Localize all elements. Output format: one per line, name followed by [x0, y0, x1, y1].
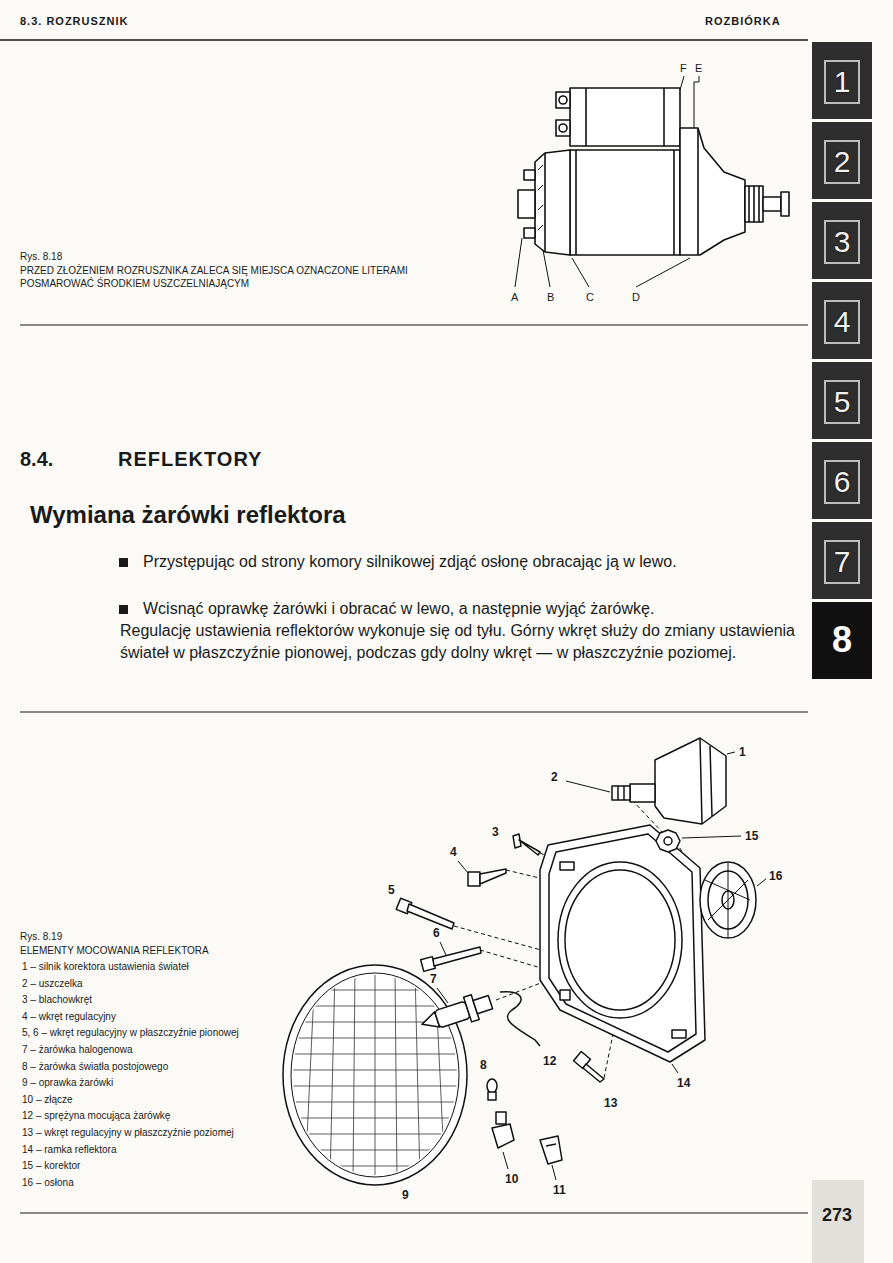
callout-number: 10 [505, 1172, 518, 1187]
callout-number: 9 [402, 1188, 409, 1203]
key-line: 7 – żarówka halogenowa [22, 1043, 133, 1056]
callout-number: 2 [551, 770, 558, 785]
chapter-tab: 5 [812, 362, 872, 439]
chapter-tab: 4 [812, 282, 872, 359]
chapter-tab: 6 [812, 442, 872, 519]
chapter-number: 1 [824, 60, 860, 104]
key-line: 9 – oprawka żarówki [22, 1076, 113, 1089]
chapter-number: 5 [824, 380, 860, 424]
instruction-text: Przystępując od strony komory silnikowej… [143, 551, 703, 573]
key-line: 16 – osłona [22, 1176, 74, 1189]
callout-number: 1 [739, 745, 746, 760]
figure-number: Rys. 8.19 [20, 930, 62, 943]
key-line: 15 – korektor [22, 1159, 80, 1172]
callout-number: 16 [769, 869, 782, 884]
key-line: 1 – silnik korektora ustawienia świateł [22, 960, 189, 973]
instruction-text: Wcisnąć oprawkę żarówki i obracać w lewo… [143, 598, 803, 620]
figure-caption: ELEMENTY MOCOWANIA REFLEKTORA [20, 944, 209, 957]
key-line: 14 – ramka reflektora [22, 1143, 117, 1156]
callout-number: 13 [604, 1096, 617, 1111]
running-header: 8.3. ROZRUSZNIK [20, 14, 129, 28]
key-line: 5, 6 – wkręt regulacyjny w płaszczyźnie … [22, 1026, 239, 1039]
callout-number: 15 [745, 829, 758, 844]
instruction-text: Regulację ustawienia reflektorów wykonuj… [120, 620, 795, 664]
callout-number: 12 [543, 1054, 556, 1069]
chapter-tab: 2 [812, 122, 872, 199]
chapter-number: 2 [824, 140, 860, 184]
bullet-square [119, 605, 128, 614]
figure-number: Rys. 8.18 [20, 250, 62, 263]
letter-label: F [680, 61, 687, 75]
chapter-number: 8 [812, 620, 872, 660]
chapter-number: 7 [824, 540, 860, 584]
key-line: 12 – sprężyna mocująca żarówkę [22, 1109, 170, 1122]
callout-number: 14 [677, 1076, 690, 1091]
key-line: 10 – złącze [22, 1093, 73, 1106]
key-line: 4 – wkręt regulacyjny [22, 1010, 116, 1023]
letter-label: D [632, 290, 640, 304]
chapter-tab: 3 [812, 202, 872, 279]
bullet-square [119, 558, 128, 567]
page-number: 273 [822, 1204, 852, 1227]
letter-label: A [511, 290, 518, 304]
callout-number: 5 [388, 883, 395, 898]
chapter-tab: 7 [812, 522, 872, 599]
key-line: 3 – blachowkręt [22, 993, 92, 1006]
callout-number: 3 [492, 825, 499, 840]
chapter-tab: 1 [812, 42, 872, 119]
callout-number: 4 [450, 845, 457, 860]
chapter-tab: 8 [812, 602, 872, 679]
letter-label: E [695, 61, 702, 75]
callout-number: 7 [430, 972, 437, 987]
key-line: 8 – żarówka światła postojowego [22, 1060, 168, 1073]
chapter-number: 3 [824, 220, 860, 264]
callout-number: 6 [433, 926, 440, 941]
section-number: 8.4. [20, 447, 53, 472]
running-header: ROZBIÓRKA [705, 14, 781, 28]
key-line: 2 – uszczelka [22, 977, 83, 990]
callout-number: 11 [553, 1183, 566, 1198]
letter-label: B [547, 290, 554, 304]
key-line: 13 – wkręt regulacyjny w płaszczyźnie po… [22, 1126, 234, 1139]
chapter-number: 4 [824, 300, 860, 344]
chapter-number: 6 [824, 460, 860, 504]
letter-label: C [586, 290, 594, 304]
section-subheading: Wymiana żarówki reflektora [30, 500, 346, 530]
figure-caption: PRZED ZŁOŻENIEM ROZRUSZNIKA ZALECA SIĘ M… [20, 264, 450, 290]
callout-number: 8 [480, 1058, 487, 1073]
section-heading: REFLEKTORY [118, 447, 262, 472]
